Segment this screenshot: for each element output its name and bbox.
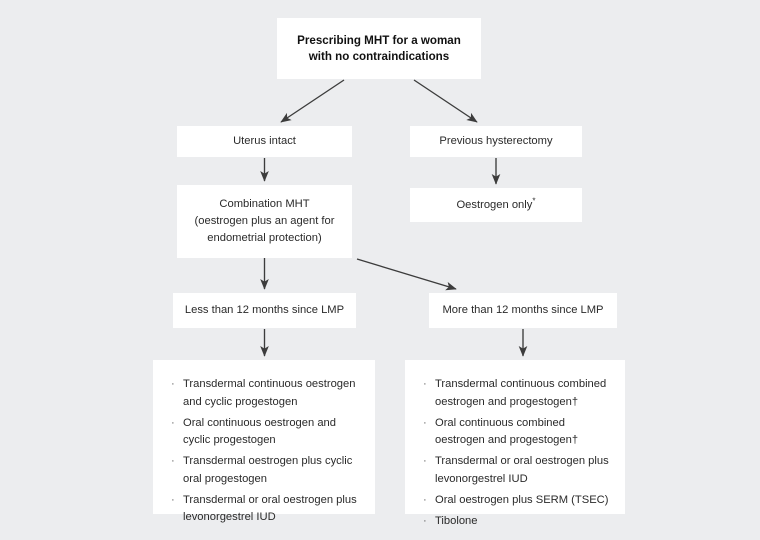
node-more-than-12-months: More than 12 months since LMP (429, 293, 617, 328)
combination-mht-line-2: (oestrogen plus an agent for (194, 215, 335, 227)
options-less-than-12-list: · Transdermal continuous oestrogen and c… (169, 376, 361, 527)
combination-mht-line-3: endometrial protection) (207, 232, 322, 244)
list-item-text: Oral continuous combined oestrogen and p… (435, 416, 579, 447)
options-more-than-12-list: · Transdermal continuous combined oestro… (421, 376, 611, 530)
combination-mht-line-1: Combination MHT (219, 198, 310, 210)
bullet-icon: · (423, 416, 427, 429)
list-item-text: Transdermal continuous oestrogen and cyc… (183, 378, 356, 408)
bullet-icon: · (423, 455, 427, 467)
arrow-title-to-hysterectomy (413, 79, 478, 123)
list-item: · Transdermal continuous combined oestro… (421, 376, 611, 411)
list-item: · Transdermal or oral oestrogen plus lev… (169, 492, 361, 527)
list-item-text: Oral oestrogen plus SERM (TSEC) (435, 493, 609, 506)
node-options-more-than-12-months: · Transdermal continuous combined oestro… (405, 360, 625, 527)
list-item: · Transdermal or oral oestrogen plus lev… (421, 453, 611, 488)
list-item-text: Transdermal continuous combined oestroge… (435, 378, 607, 408)
list-item-text: Transdermal oestrogen plus cyclic oral p… (183, 455, 353, 485)
list-item: · Oral continuous oestrogen and cyclic p… (169, 415, 361, 450)
more-than-12-months-label: More than 12 months since LMP (442, 304, 604, 316)
title-line-2: with no contraindications (308, 49, 450, 63)
node-combination-mht: Combination MHT (oestrogen plus an agent… (177, 185, 352, 258)
oestrogen-only-label: Oestrogen only (456, 198, 533, 211)
bullet-icon: · (423, 514, 427, 527)
bullet-icon: · (171, 378, 175, 390)
previous-hysterectomy-label: Previous hysterectomy (439, 135, 553, 147)
arrow-title-to-uterus (280, 79, 345, 123)
arrow-combination-to-more-than-12 (356, 258, 457, 291)
title-line-1: Prescribing MHT for a woman (297, 33, 461, 47)
list-item: · Transdermal oestrogen plus cyclic oral… (169, 453, 361, 488)
bullet-icon: · (423, 493, 427, 506)
list-item: · Oral continuous combined oestrogen and… (421, 415, 611, 450)
list-item-text: Transdermal or oral oestrogen plus levon… (183, 493, 357, 524)
oestrogen-only-footnote-marker: * (532, 195, 536, 205)
node-oestrogen-only: Oestrogen only* (410, 188, 582, 222)
list-item: · Oral oestrogen plus SERM (TSEC) (421, 492, 611, 510)
uterus-intact-label: Uterus intact (233, 135, 296, 147)
list-item-text: Oral continuous oestrogen and cyclic pro… (183, 416, 336, 447)
node-uterus-intact: Uterus intact (177, 126, 352, 157)
node-prescribing-mht-title: Prescribing MHT for a woman with no cont… (277, 18, 481, 79)
bullet-icon: · (171, 455, 175, 467)
bullet-icon: · (423, 378, 427, 390)
list-item: · Transdermal continuous oestrogen and c… (169, 376, 361, 411)
list-item-text: Transdermal or oral oestrogen plus levon… (435, 455, 609, 485)
less-than-12-months-label: Less than 12 months since LMP (184, 304, 345, 316)
list-item: · Tibolone (421, 513, 611, 531)
bullet-icon: · (171, 493, 175, 506)
node-options-less-than-12-months: · Transdermal continuous oestrogen and c… (153, 360, 375, 523)
bullet-icon: · (171, 416, 175, 429)
list-item-text: Tibolone (435, 514, 478, 527)
node-less-than-12-months: Less than 12 months since LMP (173, 293, 356, 328)
node-previous-hysterectomy: Previous hysterectomy (410, 126, 582, 157)
